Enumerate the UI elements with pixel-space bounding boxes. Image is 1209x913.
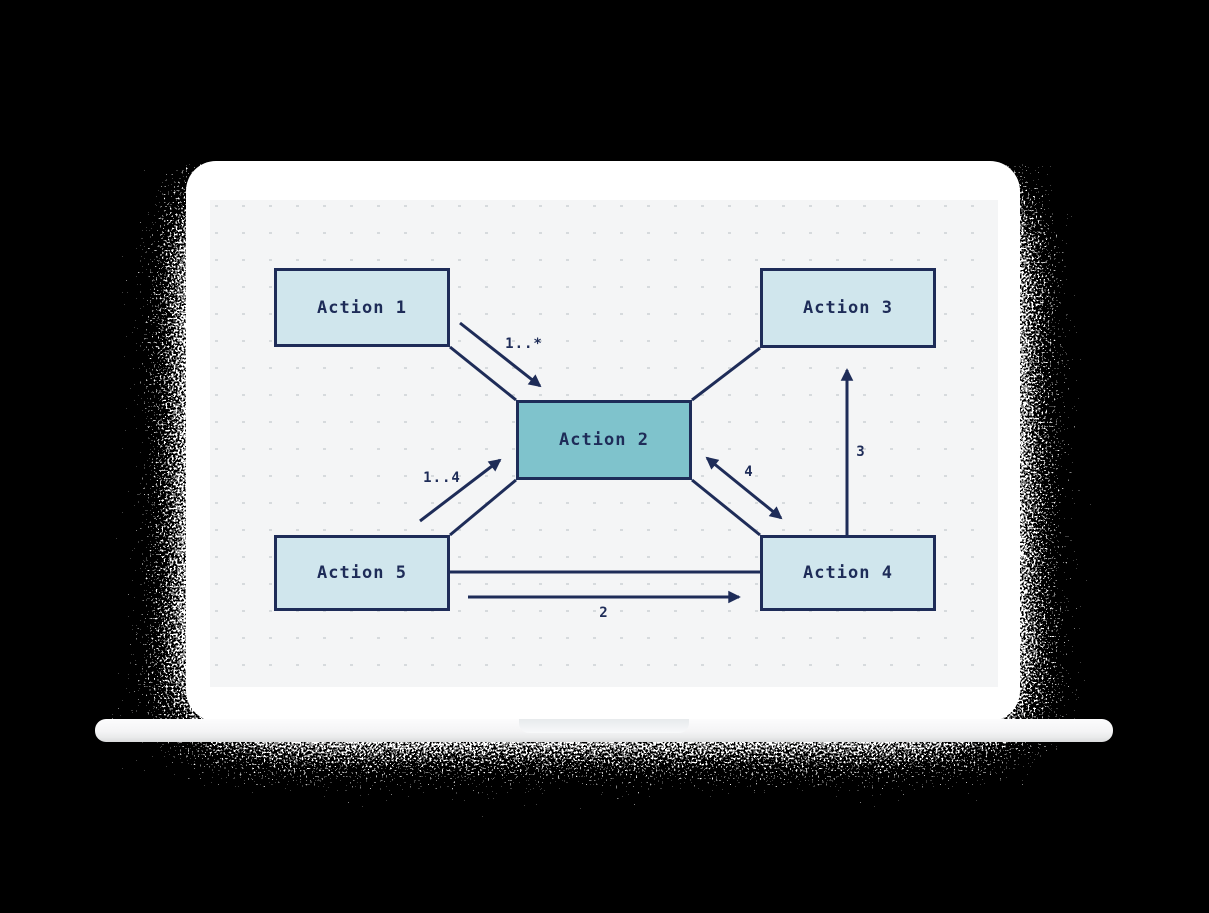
laptop-base-notch: [519, 719, 689, 733]
arrow-action1-action2: [459, 321, 542, 388]
arrow-action2-action4-bidirectional: [705, 456, 783, 520]
edge-label-action1-action2: 1..*: [505, 336, 543, 352]
connector-action2-action3: [691, 346, 761, 402]
node-action-1[interactable]: Action 1: [274, 268, 450, 347]
connector-action1-action2: [449, 345, 517, 402]
node-action-4[interactable]: Action 4: [760, 535, 936, 611]
connector-action5-action2: [449, 478, 517, 537]
edge-label-action2-action4: 4: [744, 464, 754, 480]
node-action-5[interactable]: Action 5: [274, 535, 450, 611]
edge-label-action5-action4: 2: [599, 605, 609, 621]
arrow-action5-action2: [419, 458, 502, 523]
edge-label-action5-action2: 1..4: [423, 470, 461, 486]
node-action-3[interactable]: Action 3: [760, 268, 936, 348]
node-action-2[interactable]: Action 2: [516, 400, 692, 480]
connector-lines: [449, 345, 761, 574]
arrows: [419, 321, 854, 604]
edge-label-action4-action3: 3: [856, 444, 866, 460]
